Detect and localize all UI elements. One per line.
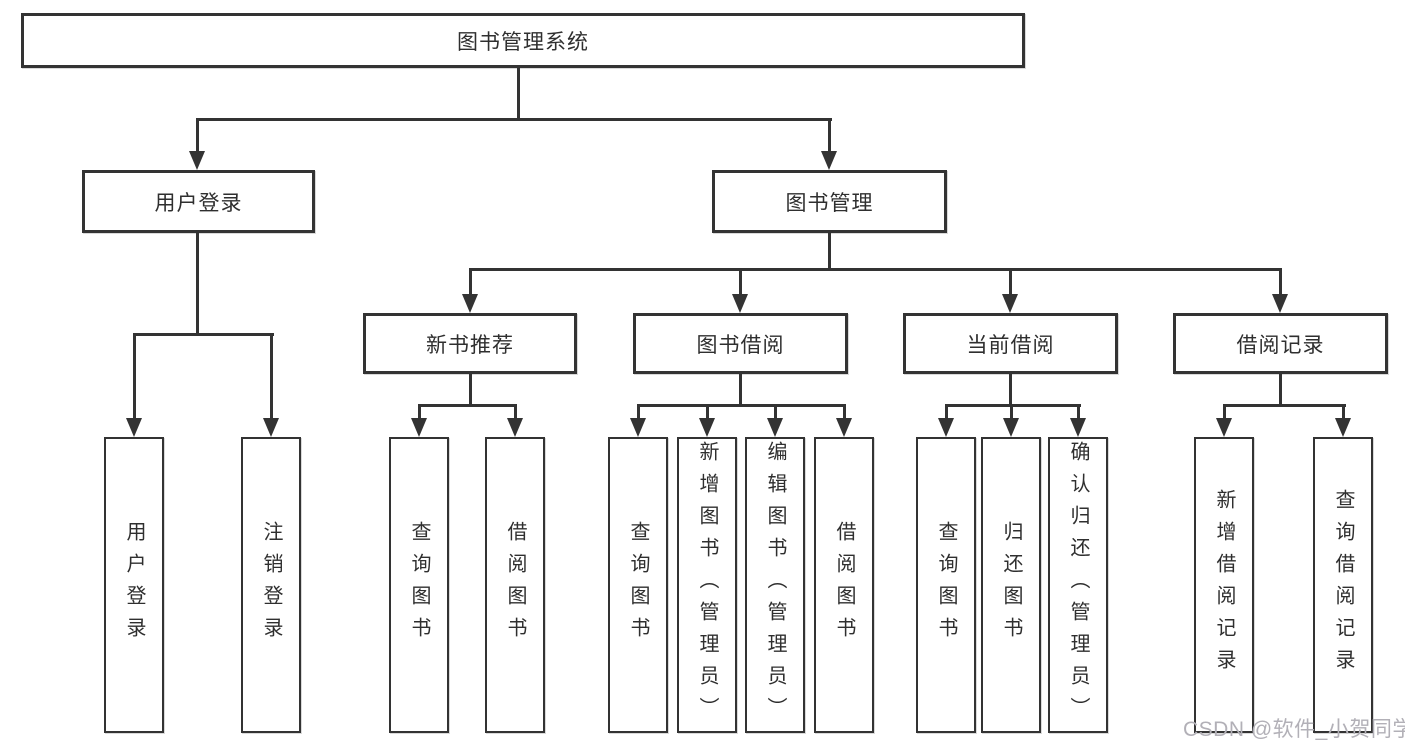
arrow-down-icon [1003,418,1019,437]
edge-leaf [1077,404,1080,420]
edge-to-leaf-user-login [133,333,136,418]
leaf-return-book: 归还图书 [981,437,1041,733]
arrow-down-icon [732,294,748,313]
edge-new-book-connector [418,404,517,407]
edge-to-book-borrow [739,268,742,296]
arrow-down-icon [699,418,715,437]
leaf-current-query-book-label: 查询图书 [935,521,957,649]
edge-to-leaf-user-logout [270,333,273,418]
arrow-down-icon [1216,418,1232,437]
leaf-edit-book-admin-label: 编辑图书（管理员） [764,441,786,729]
node-book-borrow-label: 图书借阅 [696,333,785,357]
arrow-down-icon [1335,418,1351,437]
edge-level2-connector [469,268,1282,271]
arrow-down-icon [126,418,142,437]
leaf-user-login: 用户登录 [104,437,164,733]
edge-leaf [1223,404,1226,420]
arrow-down-icon [189,151,205,170]
arrow-down-icon [836,418,852,437]
node-book-borrow: 图书借阅 [633,313,848,374]
leaf-return-book-label: 归还图书 [1000,521,1022,649]
edge-root-trunk [517,68,520,121]
edge-leaf [418,404,421,420]
edge-leaf [1010,404,1013,420]
edge-leaf [637,404,640,420]
node-user-login: 用户登录 [82,170,315,233]
leaf-borrow-query-book: 查询图书 [608,437,668,733]
node-current-borrow: 当前借阅 [903,313,1118,374]
leaf-user-login-label: 用户登录 [123,521,145,649]
leaf-add-borrow-record: 新增借阅记录 [1194,437,1254,733]
arrow-down-icon [1002,294,1018,313]
leaf-current-query-book: 查询图书 [916,437,976,733]
leaf-query-borrow-record: 查询借阅记录 [1313,437,1373,733]
edge-borrow-record-stem [1279,374,1282,407]
edge-current-borrow-connector [945,404,1081,407]
node-user-login-label: 用户登录 [154,191,243,215]
leaf-user-logout: 注销登录 [241,437,301,733]
leaf-add-book-admin: 新增图书（管理员） [677,437,737,733]
node-new-book-recommend: 新书推荐 [363,313,577,374]
node-borrow-record-label: 借阅记录 [1236,333,1325,357]
leaf-borrow-book: 借阅图书 [814,437,874,733]
leaf-confirm-return-admin: 确认归还（管理员） [1048,437,1108,733]
edge-book-borrow-connector [637,404,846,407]
arrow-down-icon [462,294,478,313]
edge-to-current-borrow [1009,268,1012,296]
leaf-newbook-query: 查询图书 [389,437,449,733]
leaf-newbook-borrow: 借阅图书 [485,437,545,733]
csdn-watermark: CSDN @软件_小贺同学 [1183,718,1405,741]
node-library-management-system-label: 图书管理系统 [457,30,589,54]
arrow-down-icon [263,418,279,437]
node-new-book-recommend-label: 新书推荐 [426,333,514,357]
edge-borrow-record-connector [1223,404,1346,407]
edge-current-borrow-stem [1009,374,1012,407]
edge-book-borrow-stem [739,374,742,407]
edge-leaf [514,404,517,420]
leaf-borrow-query-book-label: 查询图书 [627,521,649,649]
edge-user-login-connector [133,333,274,336]
arrow-down-icon [507,418,523,437]
arrow-down-icon [821,151,837,170]
edge-to-borrow-record [1279,268,1282,296]
edge-book-management-stem [828,233,831,271]
leaf-borrow-book-label: 借阅图书 [833,521,855,649]
leaf-edit-book-admin: 编辑图书（管理员） [745,437,805,733]
leaf-newbook-borrow-label: 借阅图书 [504,521,526,649]
leaf-query-borrow-record-label: 查询借阅记录 [1332,489,1354,681]
edge-level1-connector [196,118,832,121]
edge-new-book-stem [469,374,472,407]
arrow-down-icon [938,418,954,437]
edge-to-new-book [469,268,472,296]
node-current-borrow-label: 当前借阅 [966,333,1055,357]
edge-leaf [706,404,709,420]
node-book-management: 图书管理 [712,170,947,233]
arrow-down-icon [1272,294,1288,313]
leaf-confirm-return-admin-label: 确认归还（管理员） [1067,441,1089,729]
leaf-user-logout-label: 注销登录 [260,521,282,649]
arrow-down-icon [767,418,783,437]
arrow-down-icon [630,418,646,437]
edge-leaf [1342,404,1345,420]
node-book-management-label: 图书管理 [785,191,874,215]
edge-leaf [843,404,846,420]
arrow-down-icon [411,418,427,437]
leaf-newbook-query-label: 查询图书 [408,521,430,649]
edge-to-book-management [828,118,831,152]
node-library-management-system: 图书管理系统 [21,13,1025,68]
leaf-add-book-admin-label: 新增图书（管理员） [696,441,718,729]
leaf-add-borrow-record-label: 新增借阅记录 [1213,489,1235,681]
edge-user-login-stem [196,233,199,335]
edge-leaf [945,404,948,420]
arrow-down-icon [1070,418,1086,437]
edge-leaf [774,404,777,420]
edge-to-user-login [196,118,199,152]
node-borrow-record: 借阅记录 [1173,313,1388,374]
